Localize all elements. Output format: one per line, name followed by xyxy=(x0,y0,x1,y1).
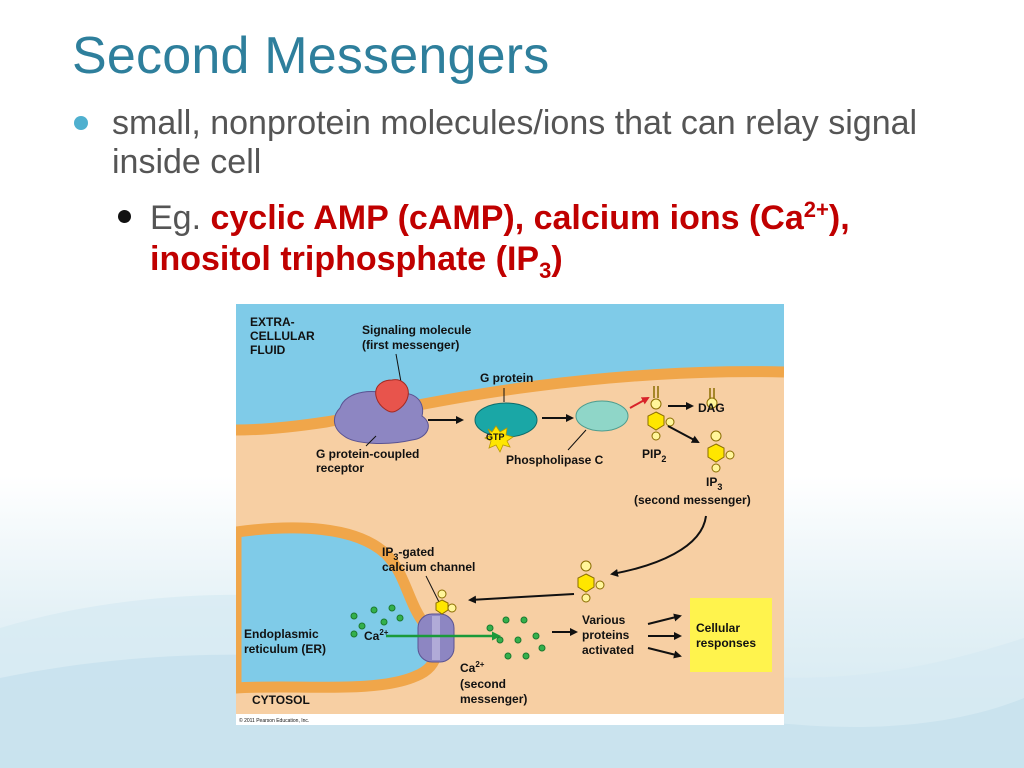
bullet-definition-text: small, nonprotein molecules/ions that ca… xyxy=(112,104,918,181)
g-protein-label: G protein xyxy=(480,371,533,385)
dag-label: DAG xyxy=(698,401,725,415)
copyright-text: © 2011 Pearson Education, Inc. xyxy=(239,717,309,724)
calcium-second-messenger-2: messenger) xyxy=(460,692,527,706)
gtp-label: GTP xyxy=(486,432,505,442)
receptor-label-2: receptor xyxy=(316,461,364,475)
signal-molecule-label-2: (first messenger) xyxy=(362,338,459,352)
ip3-cytosol-icon xyxy=(577,560,605,603)
calcium-ions-in-cytosol xyxy=(486,616,546,660)
ip3-molecule-icon xyxy=(707,430,735,473)
plc-leader-line xyxy=(567,429,587,451)
dag-molecule-icon xyxy=(706,388,718,409)
examples-prefix: Eg. xyxy=(150,199,211,237)
example-ip3-close: ) xyxy=(551,240,563,278)
receptor-leader-line xyxy=(365,435,377,447)
copyright-strip xyxy=(236,714,784,725)
proteins-label-3: activated xyxy=(582,643,634,657)
arrow-to-responses-1 xyxy=(647,613,682,625)
pip2-molecule-icon xyxy=(647,386,675,441)
responses-label-2: responses xyxy=(696,636,756,650)
sub-bullet-dot xyxy=(118,210,131,223)
calcium-ions-in-er xyxy=(350,604,404,638)
gtp-star-icon xyxy=(484,425,514,453)
second-messenger-diagram: EXTRA- CELLULAR FLUID Signaling molecule… xyxy=(230,304,785,725)
slide-title: Second Messengers xyxy=(72,27,550,85)
signaling-molecule-icon xyxy=(375,379,409,413)
phospholipase-c-icon xyxy=(575,400,629,432)
arrow-to-responses-3 xyxy=(647,647,682,659)
proteins-label-1: Various xyxy=(582,613,626,627)
cellular-responses-box xyxy=(690,598,772,672)
ca-charge: 2+ xyxy=(803,197,829,222)
plasma-membrane xyxy=(235,366,785,436)
plc-label: Phospholipase C xyxy=(506,453,604,467)
channel-leader-line xyxy=(425,575,441,605)
arrow-ip3-diffuses xyxy=(610,515,707,577)
signal-molecule-label-1: Signaling molecule xyxy=(362,323,472,337)
cytosol-label: CYTOSOL xyxy=(252,693,310,707)
example-camp-ca: cyclic AMP (cAMP), calcium ions (Ca2+), xyxy=(210,197,850,238)
extracellular-label-1: EXTRA- xyxy=(250,315,295,329)
responses-label-1: Cellular xyxy=(696,621,740,635)
pip2-label: PIP2 xyxy=(642,447,666,464)
ip3-second-messenger-label: (second messenger) xyxy=(634,493,751,507)
proteins-label-2: proteins xyxy=(582,628,630,642)
channel-label-2: calcium channel xyxy=(382,560,475,574)
cytosol-calcium-label: Ca2+ xyxy=(460,660,485,675)
calcium-second-messenger-1: (second xyxy=(460,677,506,691)
extracellular-label-2: CELLULAR xyxy=(250,329,315,343)
example-ip3-text: inositol triphosphate (IP xyxy=(150,240,540,278)
er-label-1: Endoplasmic xyxy=(244,627,319,641)
example-camp-text: cyclic AMP (cAMP), calcium ions (Ca xyxy=(210,199,804,237)
ip3-subscript: 3 xyxy=(539,258,552,283)
ip3-label: IP3 xyxy=(706,475,722,492)
example-ip3: inositol triphosphate (IP3) xyxy=(150,240,563,282)
extracellular-label-3: FLUID xyxy=(250,343,286,357)
er-label-2: reticulum (ER) xyxy=(244,642,326,656)
example-camp-close: ), xyxy=(828,199,850,237)
signal-leader-line xyxy=(395,353,402,383)
channel-label-1: IP3-gated xyxy=(382,545,434,562)
receptor-label-1: G protein-coupled xyxy=(316,447,419,461)
bullet-examples: Eg. cyclic AMP (cAMP), calcium ions (Ca2… xyxy=(118,197,998,282)
er-calcium-label: Ca2+ xyxy=(364,628,389,643)
bullet-definition: small, nonprotein molecules/ions that ca… xyxy=(74,104,974,182)
arrow-ip3-to-channel xyxy=(468,593,575,604)
ip3-gated-calcium-channel-icon xyxy=(417,589,457,663)
bullet-examples-text: Eg. cyclic AMP (cAMP), calcium ions (Ca2… xyxy=(150,197,998,282)
arrow-to-ip3 xyxy=(667,425,700,443)
arrow-plc-to-pip2 xyxy=(629,397,650,409)
bullet-dot xyxy=(74,116,88,130)
